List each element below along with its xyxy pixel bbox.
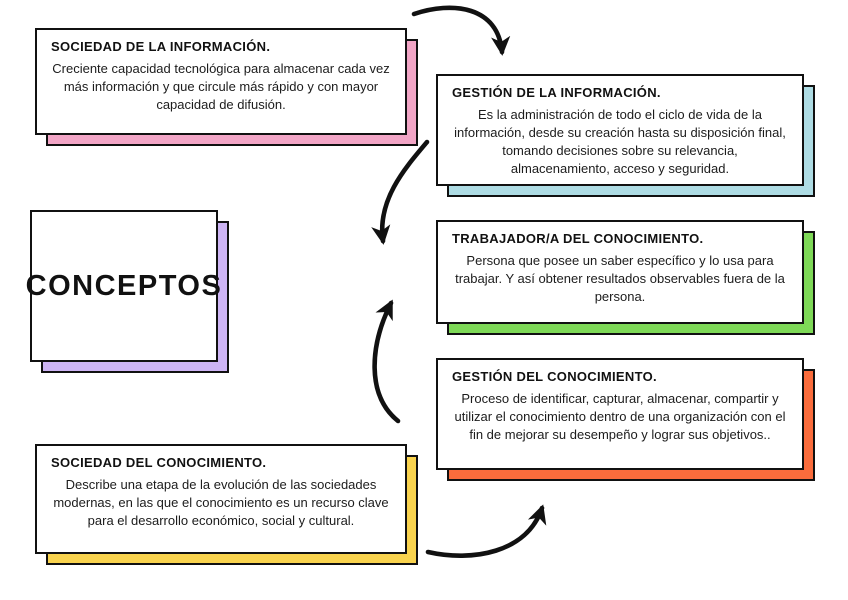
card-body: Describe una etapa de la evolución de la… (53, 477, 389, 528)
card-body: Proceso de identificar, capturar, almace… (454, 391, 786, 442)
concept-card-gestion-conocimiento: GESTIÓN DEL CONOCIMIENTO. Proceso de ide… (436, 358, 815, 481)
card-title: TRABAJADOR/A DEL CONOCIMIENTO. (452, 231, 704, 246)
card-face: CONCEPTOS (26, 210, 221, 362)
card-body: Creciente capacidad tecnológica para alm… (52, 61, 390, 112)
arrow-up-to-trabajador-icon (372, 299, 401, 424)
arrow-down-from-sociedad-informacion-icon (371, 139, 430, 245)
card-face: TRABAJADOR/A DEL CONOCIMIENTO. Persona q… (436, 220, 804, 324)
concept-card-trabajador-conocimiento: TRABAJADOR/A DEL CONOCIMIENTO. Persona q… (436, 220, 815, 335)
card-title: SOCIEDAD DEL CONOCIMIENTO. (51, 455, 267, 470)
card-title: SOCIEDAD DE LA INFORMACIÓN. (51, 39, 271, 54)
card-title: GESTIÓN DE LA INFORMACIÓN. (452, 85, 661, 100)
concept-card-sociedad-informacion: SOCIEDAD DE LA INFORMACIÓN. Creciente ca… (35, 28, 418, 146)
arrow-to-gestion-conocimiento-icon (425, 504, 547, 558)
concept-card-sociedad-conocimiento: SOCIEDAD DEL CONOCIMIENTO. Describe una … (35, 444, 418, 565)
card-face: GESTIÓN DE LA INFORMACIÓN. Es la adminis… (436, 74, 804, 186)
card-body: Persona que posee un saber específico y … (455, 253, 785, 304)
concept-map-title-card: CONCEPTOS (26, 210, 229, 373)
concept-card-gestion-informacion: GESTIÓN DE LA INFORMACIÓN. Es la adminis… (436, 74, 815, 197)
arrow-to-gestion-informacion-icon (411, 5, 511, 56)
page-title: CONCEPTOS (25, 270, 223, 302)
card-face: SOCIEDAD DEL CONOCIMIENTO. Describe una … (35, 444, 407, 554)
card-face: SOCIEDAD DE LA INFORMACIÓN. Creciente ca… (35, 28, 407, 135)
card-title: GESTIÓN DEL CONOCIMIENTO. (452, 369, 657, 384)
card-body: Es la administración de todo el ciclo de… (454, 107, 786, 176)
card-face: GESTIÓN DEL CONOCIMIENTO. Proceso de ide… (436, 358, 804, 470)
